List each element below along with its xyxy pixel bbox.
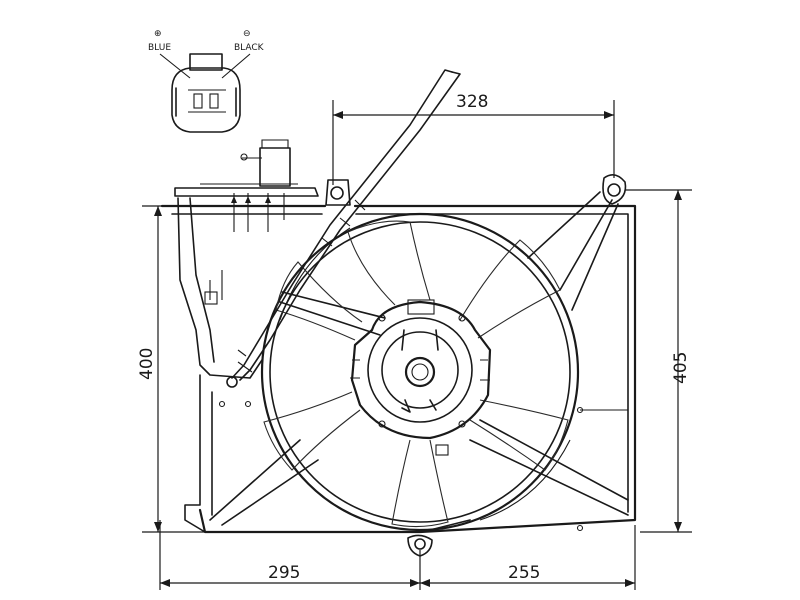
dimension-left: 400 [137, 205, 205, 533]
dimension-left-value: 400 [137, 348, 157, 380]
dimension-bottom: 295 255 [159, 520, 636, 590]
negative-terminal-symbol: ⊖ [243, 29, 251, 39]
wire-harness [231, 69, 461, 381]
dimension-bottom-left-value: 295 [268, 563, 300, 583]
dimension-top-value: 328 [456, 92, 488, 112]
dimension-right: 405 [625, 189, 692, 533]
support-struts [209, 191, 629, 531]
overflow-tank [174, 139, 319, 379]
mounting-lugs [226, 174, 627, 557]
fan-motor [350, 299, 492, 456]
dimension-bottom-right-value: 255 [508, 563, 540, 583]
positive-wire-label: BLUE [148, 43, 171, 53]
fan-ring [260, 212, 580, 532]
connector-plug: ⊕ ⊖ BLUE BLACK [148, 29, 265, 133]
dimension-top: 328 [332, 92, 615, 185]
negative-wire-label: BLACK [234, 43, 265, 53]
shroud-frame [160, 204, 637, 534]
positive-terminal-symbol: ⊕ [154, 29, 162, 39]
dimension-right-value: 405 [671, 352, 691, 384]
fan-blades [263, 220, 569, 528]
